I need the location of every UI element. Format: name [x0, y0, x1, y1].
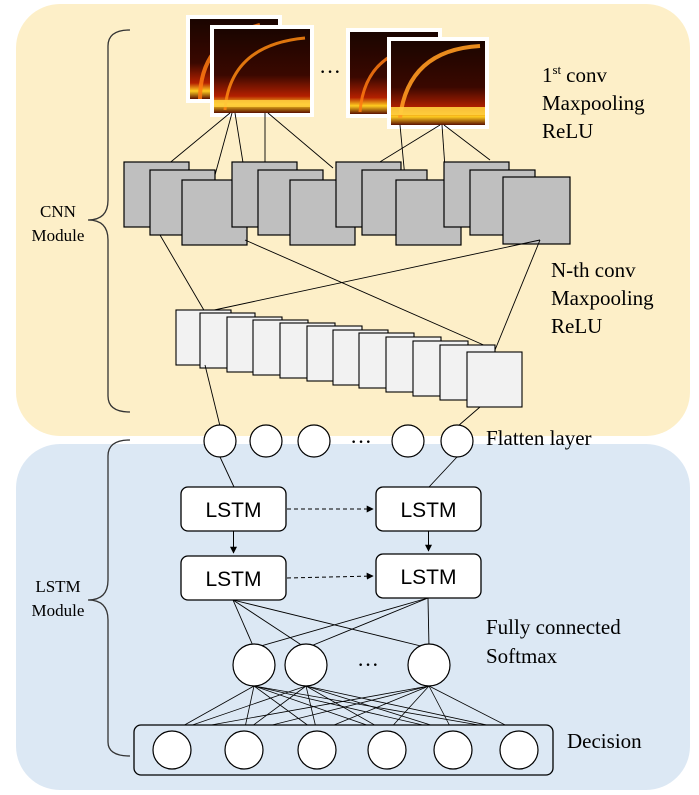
first-conv-relu-label: ReLU [542, 119, 593, 143]
flatten-to-lstm-connections [219, 456, 458, 488]
lstm-cell-top-left: LSTM [180, 486, 287, 532]
fc-to-decision-connections [171, 685, 520, 733]
decision-label: Decision [567, 729, 642, 753]
flatten-ellipsis: ··· [350, 429, 372, 454]
first-conv-maxpooling-label: Maxpooling [542, 91, 645, 115]
fully-connected-label: Fully connected [486, 615, 621, 639]
input-ellipsis: ··· [319, 59, 341, 84]
first-conv-feature-maps [123, 161, 571, 246]
fc-ellipsis: ··· [357, 652, 379, 677]
input-spectrogram-right-front [387, 37, 489, 129]
nth-conv-maxpooling-label: Maxpooling [551, 286, 654, 310]
lstm-cell-top-right: LSTM [375, 486, 482, 532]
decision-nodes [152, 730, 539, 770]
svg-text:LSTM: LSTM [400, 566, 456, 589]
cnn-module-label: CNN [40, 202, 76, 221]
cnn-module-label-line2: Module [32, 226, 85, 245]
nth-conv-label: N-th conv [551, 258, 636, 282]
nth-conv-feature-maps [175, 309, 523, 408]
lstm-to-fc-connections [232, 597, 430, 649]
flatten-layer-label: Flatten layer [486, 426, 592, 450]
lstm-module-brace [87, 439, 131, 757]
input-spectrogram-left-front [210, 25, 314, 117]
lstm-recurrent-arrows [230, 505, 432, 580]
fully-connected-nodes [232, 643, 451, 687]
cnn-module-brace [87, 29, 131, 413]
lstm-cell-bottom-left: LSTM [180, 555, 287, 601]
flatten-layer-nodes [203, 424, 474, 458]
lstm-cell-bottom-right: LSTM [375, 553, 482, 599]
nth-conv-to-flatten-connections [204, 364, 481, 427]
nth-conv-relu-label: ReLU [551, 314, 602, 338]
svg-text:LSTM: LSTM [400, 499, 456, 522]
lstm-module-label: LSTM [35, 577, 80, 596]
conv-to-nth-conv-connections [159, 234, 541, 351]
svg-text:LSTM: LSTM [205, 499, 261, 522]
svg-text:LSTM: LSTM [205, 568, 261, 591]
decision-layer-box [133, 724, 554, 776]
softmax-label: Softmax [486, 644, 558, 668]
lstm-module-label-line2: Module [32, 601, 85, 620]
